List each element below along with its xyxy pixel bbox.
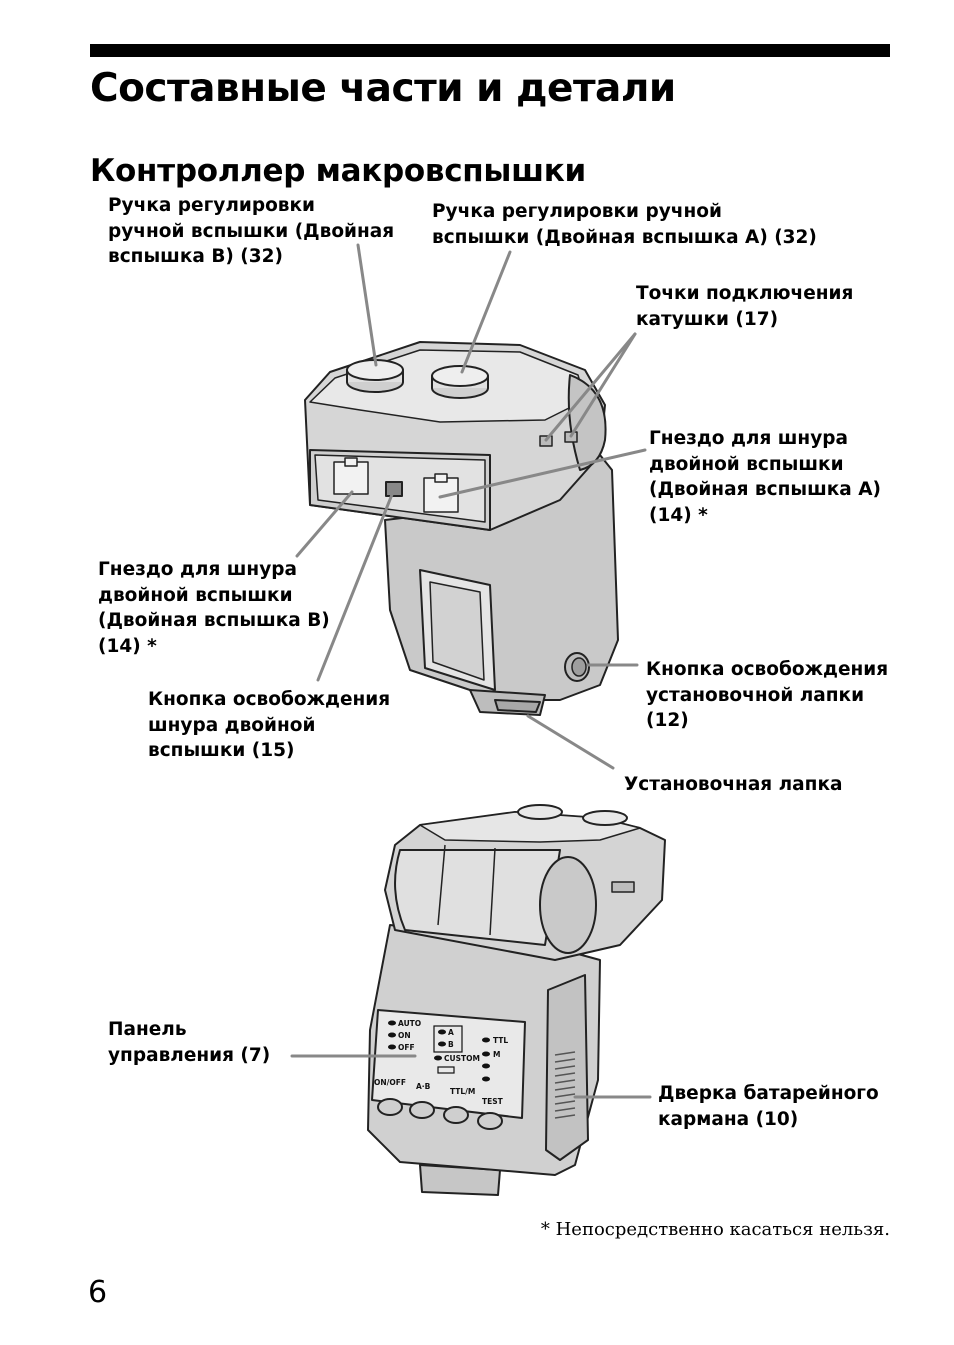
label-knob-a: Ручка регулировки ручной вспышки (Двойна…	[432, 201, 817, 248]
label-control-panel: Панель управления (7)	[108, 1019, 271, 1066]
page-number: 6	[88, 1275, 108, 1310]
panel-label-b: B	[448, 1040, 454, 1049]
label-coil-points: Точки подключения катушки (17)	[636, 283, 854, 330]
panel-label-ab: A·B	[416, 1082, 431, 1091]
leader-lines-bottom	[290, 1054, 652, 1099]
section-title: Контроллер макровспышки	[90, 153, 586, 189]
leader-lines-top	[295, 243, 647, 770]
panel-label-on: ON	[398, 1031, 411, 1040]
panel-label-auto: AUTO	[398, 1019, 421, 1028]
label-battery-door: Дверка батарейного кармана (10)	[658, 1083, 879, 1130]
panel-label-onoff: ON/OFF	[374, 1078, 406, 1087]
label-knob-b: Ручка регулировки ручной вспышки (Двойна…	[108, 195, 395, 267]
panel-label-custom: CUSTOM	[444, 1054, 480, 1063]
controller-front-view	[367, 804, 666, 1196]
top-rule	[90, 44, 890, 57]
footnote: * Непосредственно касаться нельзя.	[540, 1219, 890, 1240]
controller-top-view	[304, 341, 619, 716]
label-mount-foot: Установочная лапка	[624, 774, 843, 795]
label-release-cord: Кнопка освобождения шнура двойной вспышк…	[148, 689, 391, 761]
panel-label-test: TEST	[482, 1097, 504, 1106]
panel-label-off: OFF	[398, 1043, 415, 1052]
panel-label-m: M	[493, 1050, 500, 1059]
label-socket-b: Гнездо для шнура двойной вспышки (Двойна…	[98, 559, 330, 657]
label-release-foot: Кнопка освобождения установочной лапки (…	[646, 659, 889, 731]
panel-indicators	[388, 1020, 490, 1082]
panel-label-ttl: TTL	[493, 1036, 508, 1045]
label-socket-a: Гнездо для шнура двойной вспышки (Двойна…	[649, 428, 881, 526]
page-title: Составные части и детали	[90, 66, 676, 111]
panel-label-ttlm: TTL/M	[450, 1087, 475, 1096]
panel-label-a: A	[448, 1028, 454, 1037]
